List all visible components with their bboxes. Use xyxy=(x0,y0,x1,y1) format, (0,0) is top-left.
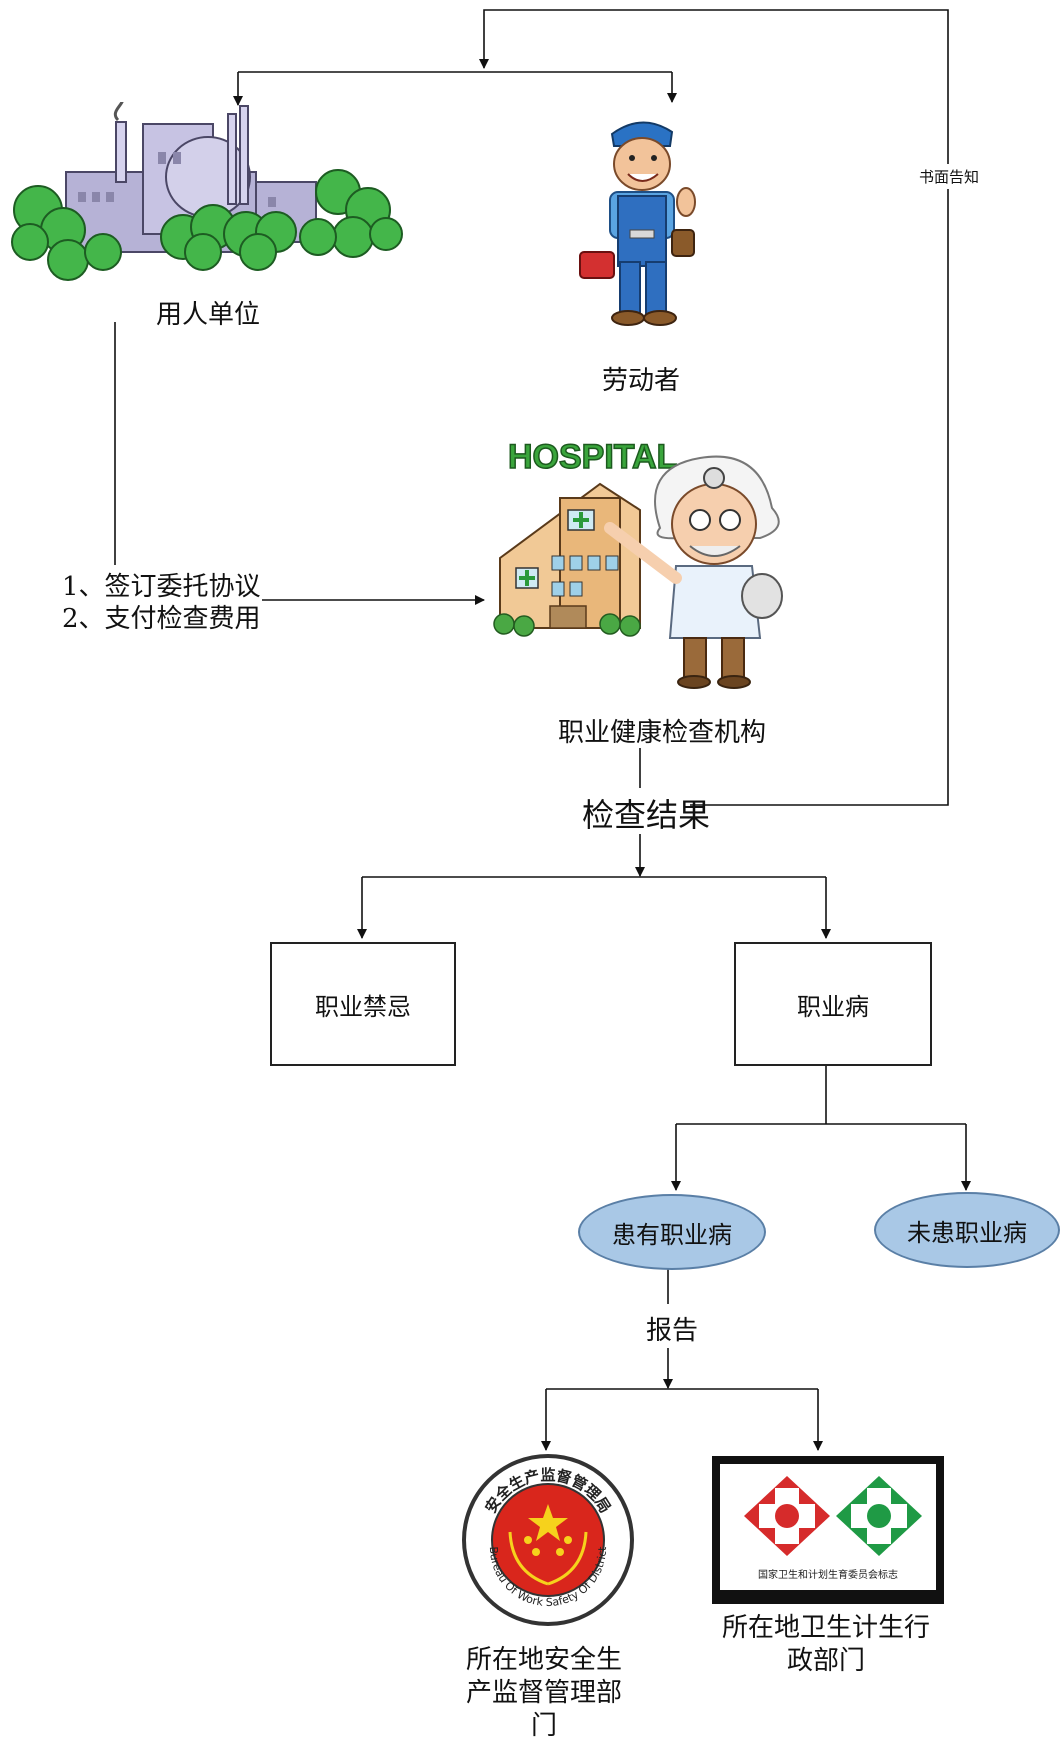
worker-illustration xyxy=(579,121,696,326)
has-disease-ellipse: 患有职业病 xyxy=(578,1194,766,1270)
exam-institution-label: 职业健康检查机构 xyxy=(558,718,767,748)
wreath-icon xyxy=(508,1531,588,1586)
work-safety-seal: 安全生产监督管理局 安全生产监督管理局 Bureau Of Work Safet… xyxy=(462,1454,634,1626)
hospital-building-icon: HOSPITAL xyxy=(493,437,678,637)
health-commission-logo: 国家卫生和计划生育委员会标志 xyxy=(712,1456,944,1604)
no-disease-label: 未患职业病 xyxy=(907,1218,1027,1247)
occupational-disease-box: 职业病 xyxy=(734,942,932,1066)
safety-bureau-label: 所在地安全生产监督管理部门 xyxy=(465,1645,622,1741)
health-logo-caption: 国家卫生和计划生育委员会标志 xyxy=(758,1570,898,1581)
written-notice-label: 书面告知 xyxy=(918,164,981,189)
star-icon xyxy=(524,1504,572,1556)
contraindication-label: 职业禁忌 xyxy=(315,992,411,1021)
results-label: 检查结果 xyxy=(582,796,711,834)
contraindication-box: 职业禁忌 xyxy=(270,942,456,1066)
doctor-icon xyxy=(604,455,783,689)
employer-label: 用人单位 xyxy=(156,300,261,330)
payment-label: 2、支付检查费用 xyxy=(62,604,261,634)
hospital-illustration: HOSPITAL xyxy=(493,437,783,689)
worker-icon xyxy=(579,121,696,326)
hospital-sign: HOSPITAL xyxy=(508,438,677,476)
trees-icon xyxy=(11,169,403,281)
worker-label: 劳动者 xyxy=(602,366,681,396)
notice-line xyxy=(479,9,949,806)
red-cross-logo-icon xyxy=(744,1476,830,1556)
health-dept-label: 所在地卫生计生行政部门 xyxy=(721,1613,930,1676)
report-label: 报告 xyxy=(644,1310,701,1347)
has-disease-label: 患有职业病 xyxy=(612,1220,732,1249)
green-cross-logo-icon xyxy=(836,1476,922,1556)
factory-illustration xyxy=(11,102,403,281)
no-disease-ellipse: 未患职业病 xyxy=(874,1192,1060,1268)
agreement-label: 1、签订委托协议 xyxy=(62,572,261,602)
occupational-disease-label: 职业病 xyxy=(797,992,869,1021)
